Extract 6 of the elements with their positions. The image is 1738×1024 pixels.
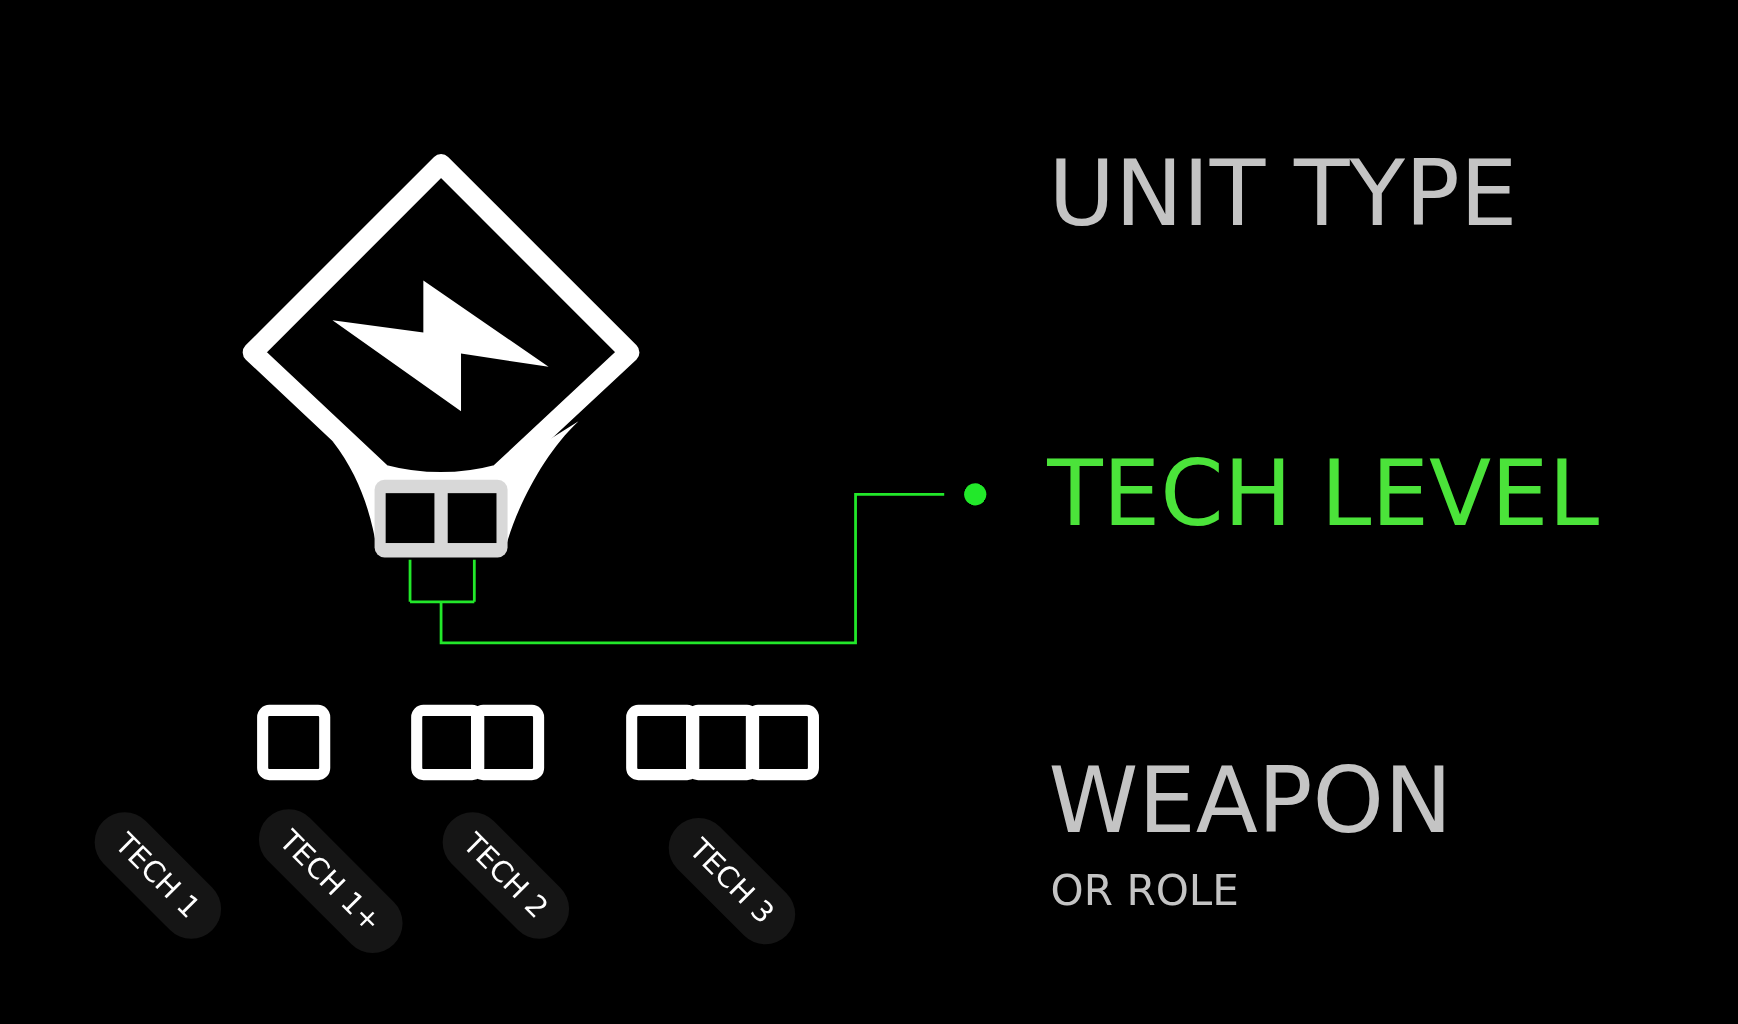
tech-level-box — [374, 479, 508, 558]
section-subtitle: OR ROLE — [1050, 869, 1239, 913]
callout-title: TECH LEVEL — [970, 448, 1600, 540]
leader-line — [408, 483, 987, 645]
section-title: WEAPON — [1048, 755, 1453, 847]
section-title: UNIT TYPE — [1048, 148, 1518, 240]
